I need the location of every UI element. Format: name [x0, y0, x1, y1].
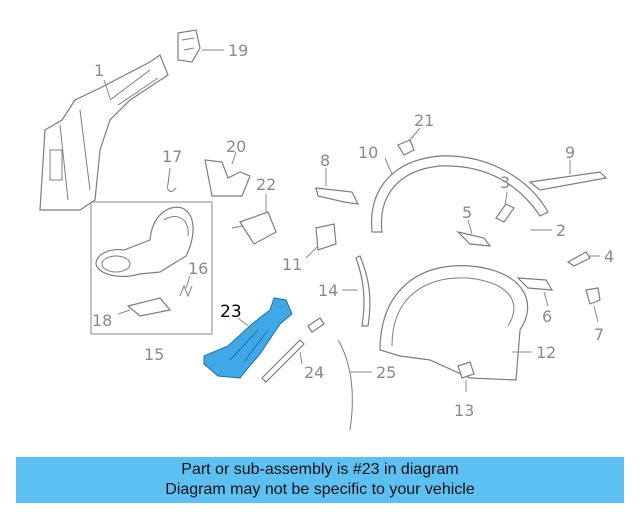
callout-17: 17 — [162, 147, 182, 166]
part-14-strip — [355, 255, 371, 327]
leader-18 — [117, 309, 131, 315]
parts-diagram: 1 19 21 10 20 17 8 9 3 22 — [39, 29, 614, 431]
info-banner: Part or sub-assembly is #23 in diagram D… — [16, 457, 624, 503]
part-6-bracket — [516, 277, 554, 291]
banner-line-1: Part or sub-assembly is #23 in diagram — [181, 461, 459, 478]
part-4-clip — [566, 251, 591, 267]
callout-14: 14 — [318, 281, 338, 300]
leader-11 — [305, 245, 319, 259]
callout-15: 15 — [144, 345, 164, 364]
part-8-bracket — [315, 187, 360, 205]
callout-4: 4 — [604, 247, 614, 266]
part-10-arch-trim — [370, 155, 549, 233]
callout-2: 2 — [556, 221, 566, 240]
callout-20: 20 — [226, 137, 246, 156]
callout-5: 5 — [462, 203, 472, 222]
part-19-bracket — [177, 29, 201, 63]
leader-21 — [409, 127, 421, 141]
leader-24 — [299, 351, 303, 365]
callout-8: 8 — [320, 151, 330, 170]
part-11-pad — [315, 223, 337, 251]
callout-13: 13 — [454, 401, 474, 420]
callout-21: 21 — [414, 111, 434, 130]
part-1-quarter-inner — [39, 54, 169, 211]
callout-23: 23 — [220, 302, 242, 322]
leader-6 — [543, 291, 549, 307]
callout-11: 11 — [282, 255, 302, 274]
leader-20 — [231, 151, 237, 165]
banner-line-2: Diagram may not be specific to your vehi… — [165, 481, 475, 498]
part-25-seal — [337, 339, 353, 431]
part-20-bracket — [204, 159, 251, 197]
callout-9: 9 — [565, 143, 575, 162]
part-17-hook — [167, 167, 177, 192]
part-13-clip — [457, 361, 475, 379]
part-23-highlighted-bracket — [203, 297, 293, 379]
part-fuel-door — [95, 206, 194, 277]
leader-10 — [384, 157, 393, 175]
part-3-bracket — [495, 203, 515, 223]
leader-23 — [237, 317, 257, 333]
part-12-wheelhouse-liner — [379, 265, 529, 381]
callout-22: 22 — [256, 175, 276, 194]
part-16-spring — [179, 284, 193, 298]
callout-1: 1 — [94, 61, 104, 80]
callout-3: 3 — [500, 173, 510, 192]
part-24-tip — [307, 317, 325, 333]
callout-16: 16 — [188, 259, 208, 278]
leader-7 — [593, 305, 599, 323]
callout-6: 6 — [542, 307, 552, 326]
part-22-actuator — [231, 211, 277, 245]
callout-10: 10 — [358, 143, 378, 162]
leader-5 — [467, 219, 473, 235]
callout-12: 12 — [536, 343, 556, 362]
callout-24: 24 — [304, 363, 324, 382]
part-18-cover — [126, 297, 172, 317]
leader-16 — [185, 275, 191, 289]
callout-25: 25 — [376, 363, 396, 382]
leader-3 — [504, 191, 508, 207]
callout-7: 7 — [594, 325, 604, 344]
callout-18: 18 — [92, 311, 112, 330]
part-21-clip — [397, 139, 415, 156]
part-24-rod — [261, 339, 305, 383]
part-5-bracket — [456, 230, 492, 247]
part-7-fastener — [585, 287, 601, 305]
part-9-strip — [528, 171, 608, 191]
leader-1 — [103, 79, 111, 99]
callout-19: 19 — [228, 41, 248, 60]
group-15-box — [90, 201, 213, 335]
